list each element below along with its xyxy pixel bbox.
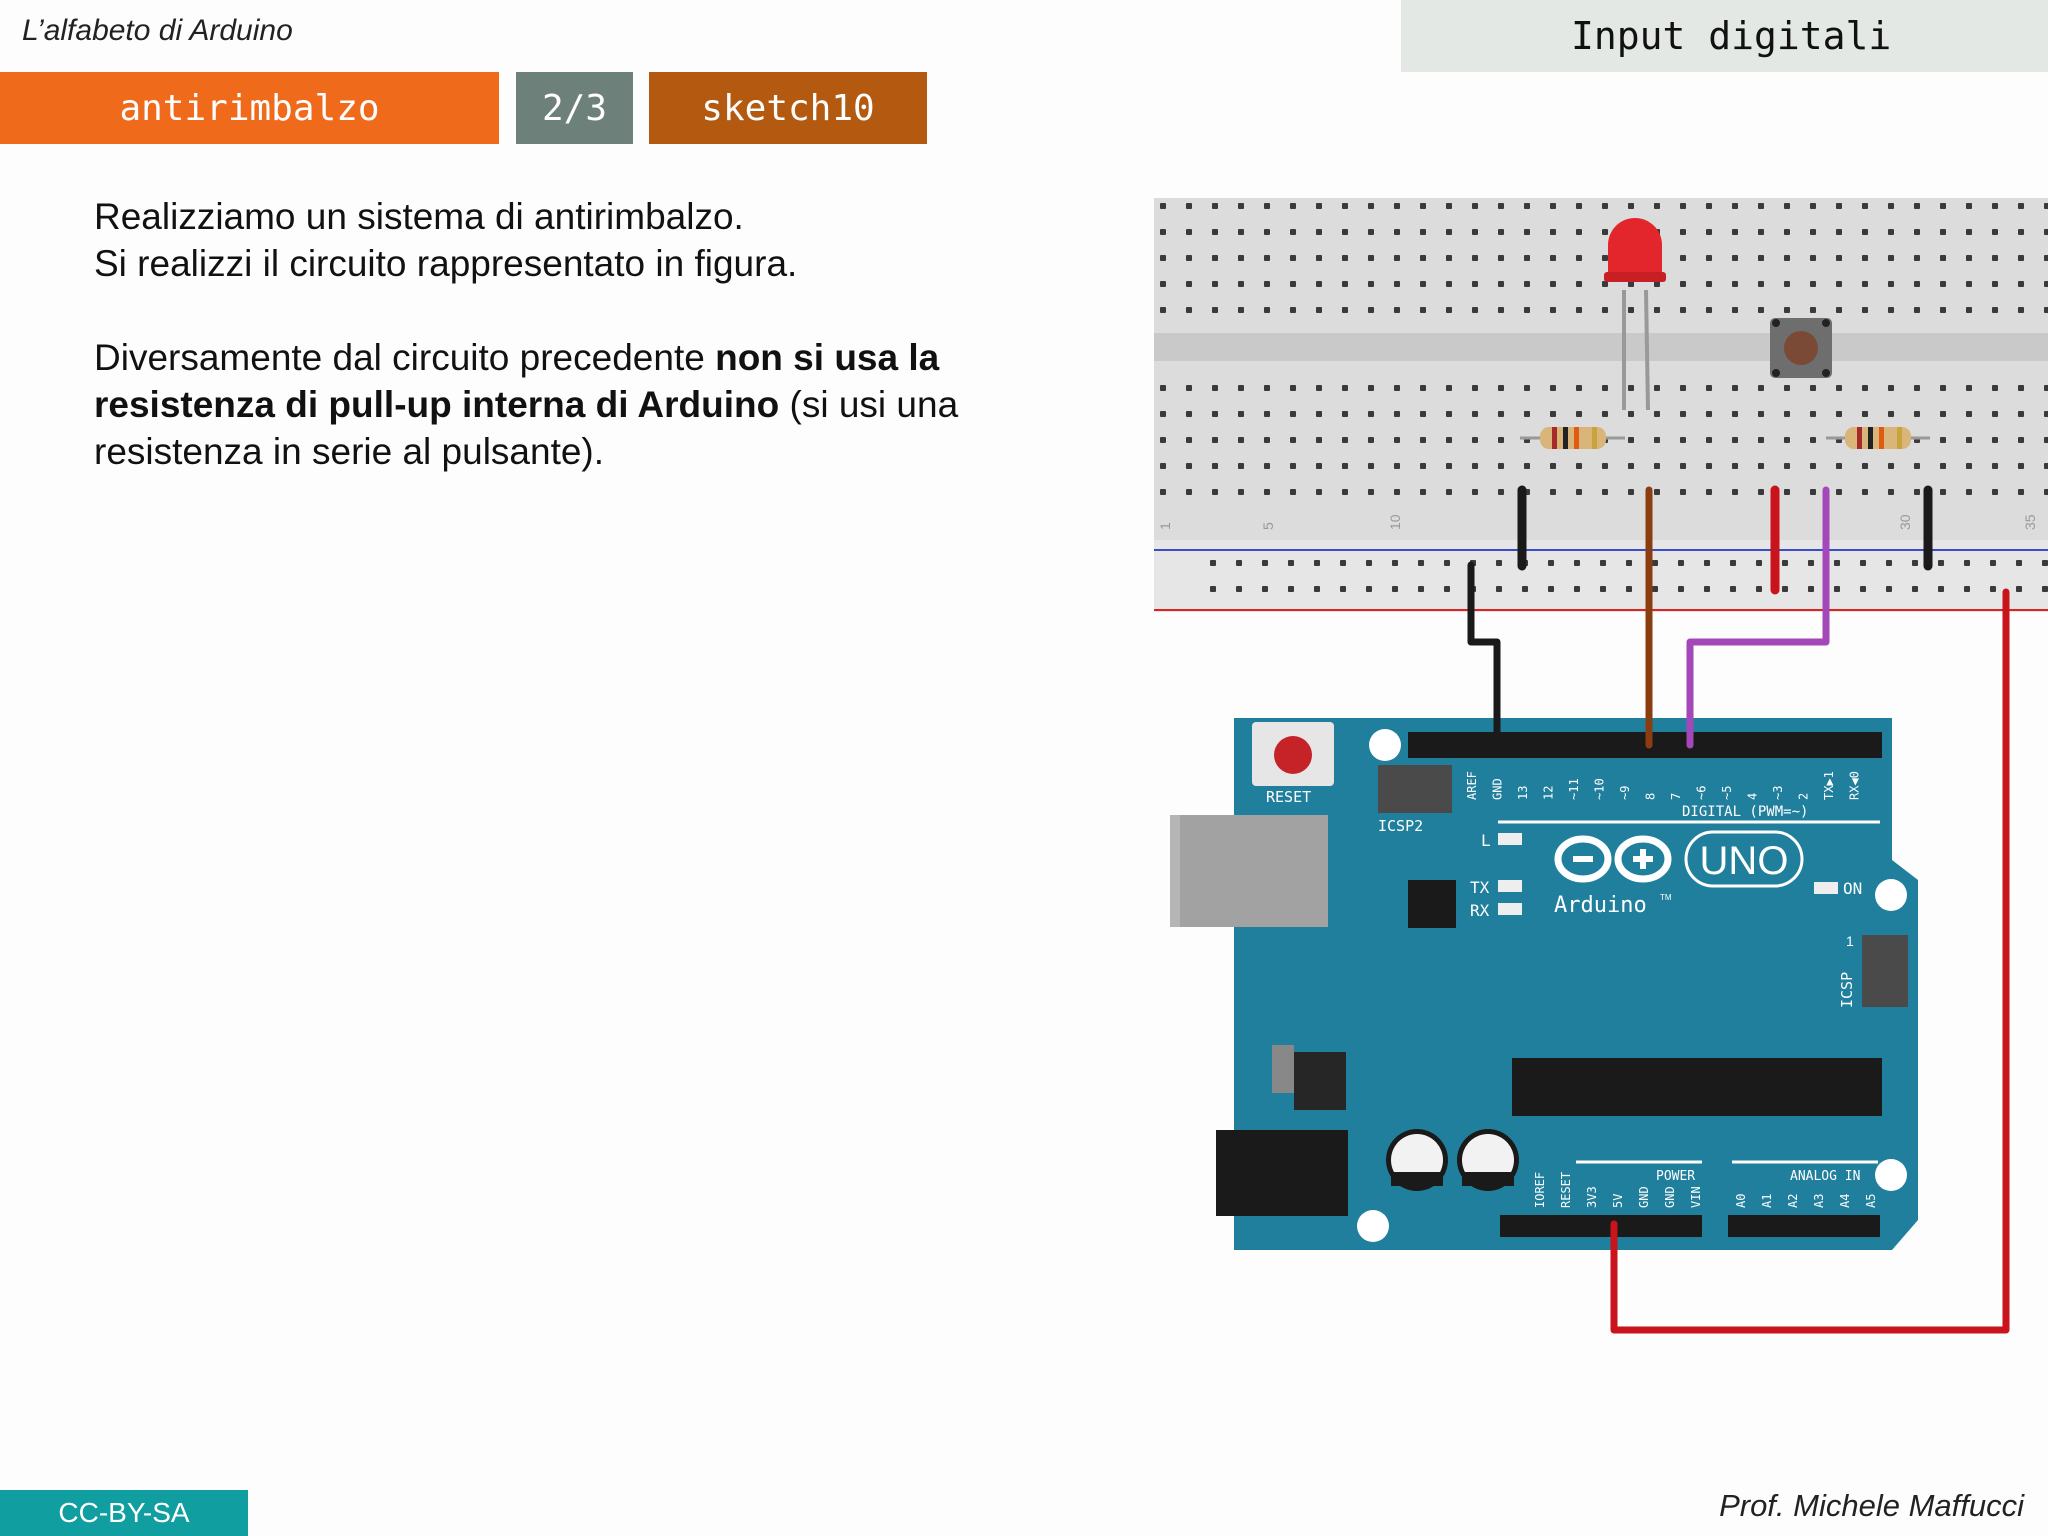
pin-label: 3V3 (1585, 1186, 1599, 1208)
digital-label: DIGITAL (PWM=~) (1682, 804, 1808, 820)
pin-label: 2 (1797, 793, 1811, 800)
pushbutton-icon (1770, 318, 1832, 378)
power-label: POWER (1656, 1169, 1695, 1184)
pin-label: ~10 (1593, 778, 1607, 800)
sketch-tag: sketch10 (649, 72, 927, 144)
pin-label: ~11 (1567, 778, 1581, 800)
led-l-label: L (1481, 831, 1491, 850)
series-title: L’alfabeto di Arduino (22, 14, 293, 47)
pin-label: GND (1491, 778, 1505, 800)
intro-paragraph: Realizziamo un sistema di antirimbalzo. … (94, 193, 1074, 287)
license-badge: CC-BY-SA (0, 1490, 248, 1536)
pin-label: 4 (1746, 793, 1760, 800)
pin-label: 12 (1542, 786, 1556, 800)
intro-line-2: Si realizzi il circuito rappresentato in… (94, 243, 798, 284)
pin-label: A3 (1812, 1194, 1826, 1208)
topic-title: Input digitali (1571, 14, 1892, 58)
pin-label: A4 (1838, 1194, 1852, 1208)
pin-label: 13 (1516, 786, 1530, 800)
pin-label: VIN (1689, 1186, 1703, 1208)
pin-label: GND (1663, 1186, 1677, 1208)
note-paragraph: Diversamente dal circuito precedente non… (94, 334, 1074, 475)
icsp-pin1: 1 (1846, 933, 1854, 949)
intro-line-1: Realizziamo un sistema di antirimbalzo. (94, 196, 744, 237)
board-model: UNO (1700, 839, 1789, 883)
wires (1467, 486, 2010, 1334)
digital-pin-labels: AREF GND 13 12 ~11 ~10 ~9 8 7 ~6 ~5 4 ~3 2 TX▶1 RX◀0 (1465, 771, 1862, 800)
pin-label: ~3 (1771, 786, 1785, 800)
pin-label: 5V (1611, 1194, 1625, 1208)
led-tx-label: TX (1470, 878, 1490, 897)
analog-label: ANALOG IN (1790, 1169, 1860, 1184)
arduino-logo-icon: UNO Arduino TM (1554, 830, 1804, 918)
icsp-label: ICSP (1838, 972, 1856, 1008)
pin-label: 7 (1669, 793, 1683, 800)
led-icon (1604, 218, 1666, 411)
pin-label: ~6 (1695, 786, 1709, 800)
pin-label: RX◀0 (1848, 771, 1862, 800)
pin-label: AREF (1465, 771, 1479, 800)
led-on-label: ON (1843, 879, 1862, 898)
slide-body: Realizziamo un sistema di antirimbalzo. … (94, 193, 1074, 522)
note-text-bold: non si usa la resistenza di pull-up inte… (94, 337, 940, 425)
pin-label: 8 (1644, 793, 1658, 800)
breadboard-number: 10 (1387, 514, 1403, 530)
pin-label: IOREF (1533, 1172, 1547, 1208)
power-pin-labels: IOREF RESET 3V3 5V GND GND VIN (1533, 1172, 1703, 1208)
author-name: Prof. Michele Maffucci (1719, 1488, 2024, 1523)
breadboard-number: 5 (1260, 522, 1276, 530)
circuit-figure: 1 5 10 30 35 (1154, 198, 2048, 1334)
icsp2-label: ICSP2 (1378, 817, 1423, 835)
pin-label: ~5 (1720, 786, 1734, 800)
topic-tag: antirimbalzo (0, 72, 499, 144)
led-rx-label: RX (1470, 901, 1490, 920)
pin-label: A5 (1864, 1194, 1878, 1208)
resistor-icon (1520, 427, 1625, 449)
resistor-icon (1826, 427, 1930, 449)
breadboard-number: 35 (2022, 514, 2038, 530)
trademark: TM (1660, 893, 1672, 902)
brand-name: Arduino (1554, 893, 1647, 918)
breadboard-number: 30 (1897, 514, 1913, 530)
pin-label: A0 (1734, 1194, 1748, 1208)
breadboard-jumpers (1517, 485, 1933, 595)
note-text-pre: Diversamente dal circuito precedente (94, 337, 716, 378)
pin-label: TX▶1 (1822, 771, 1836, 800)
pin-label: ~9 (1618, 786, 1632, 800)
pin-label: RESET (1559, 1172, 1573, 1208)
page-indicator: 2/3 (516, 72, 633, 144)
pin-label: A1 (1760, 1194, 1774, 1208)
note-text-post: (si usi una resistenza in serie al pulsa… (94, 384, 959, 472)
reset-label: RESET (1266, 788, 1311, 806)
breadboard: 1 5 10 30 35 (1154, 198, 2048, 612)
breadboard-number: 1 (1157, 522, 1173, 530)
pin-label: GND (1637, 1186, 1651, 1208)
topic-banner (1401, 0, 2048, 72)
pin-label: A2 (1786, 1194, 1800, 1208)
analog-pin-labels: A0 A1 A2 A3 A4 A5 (1734, 1194, 1878, 1208)
